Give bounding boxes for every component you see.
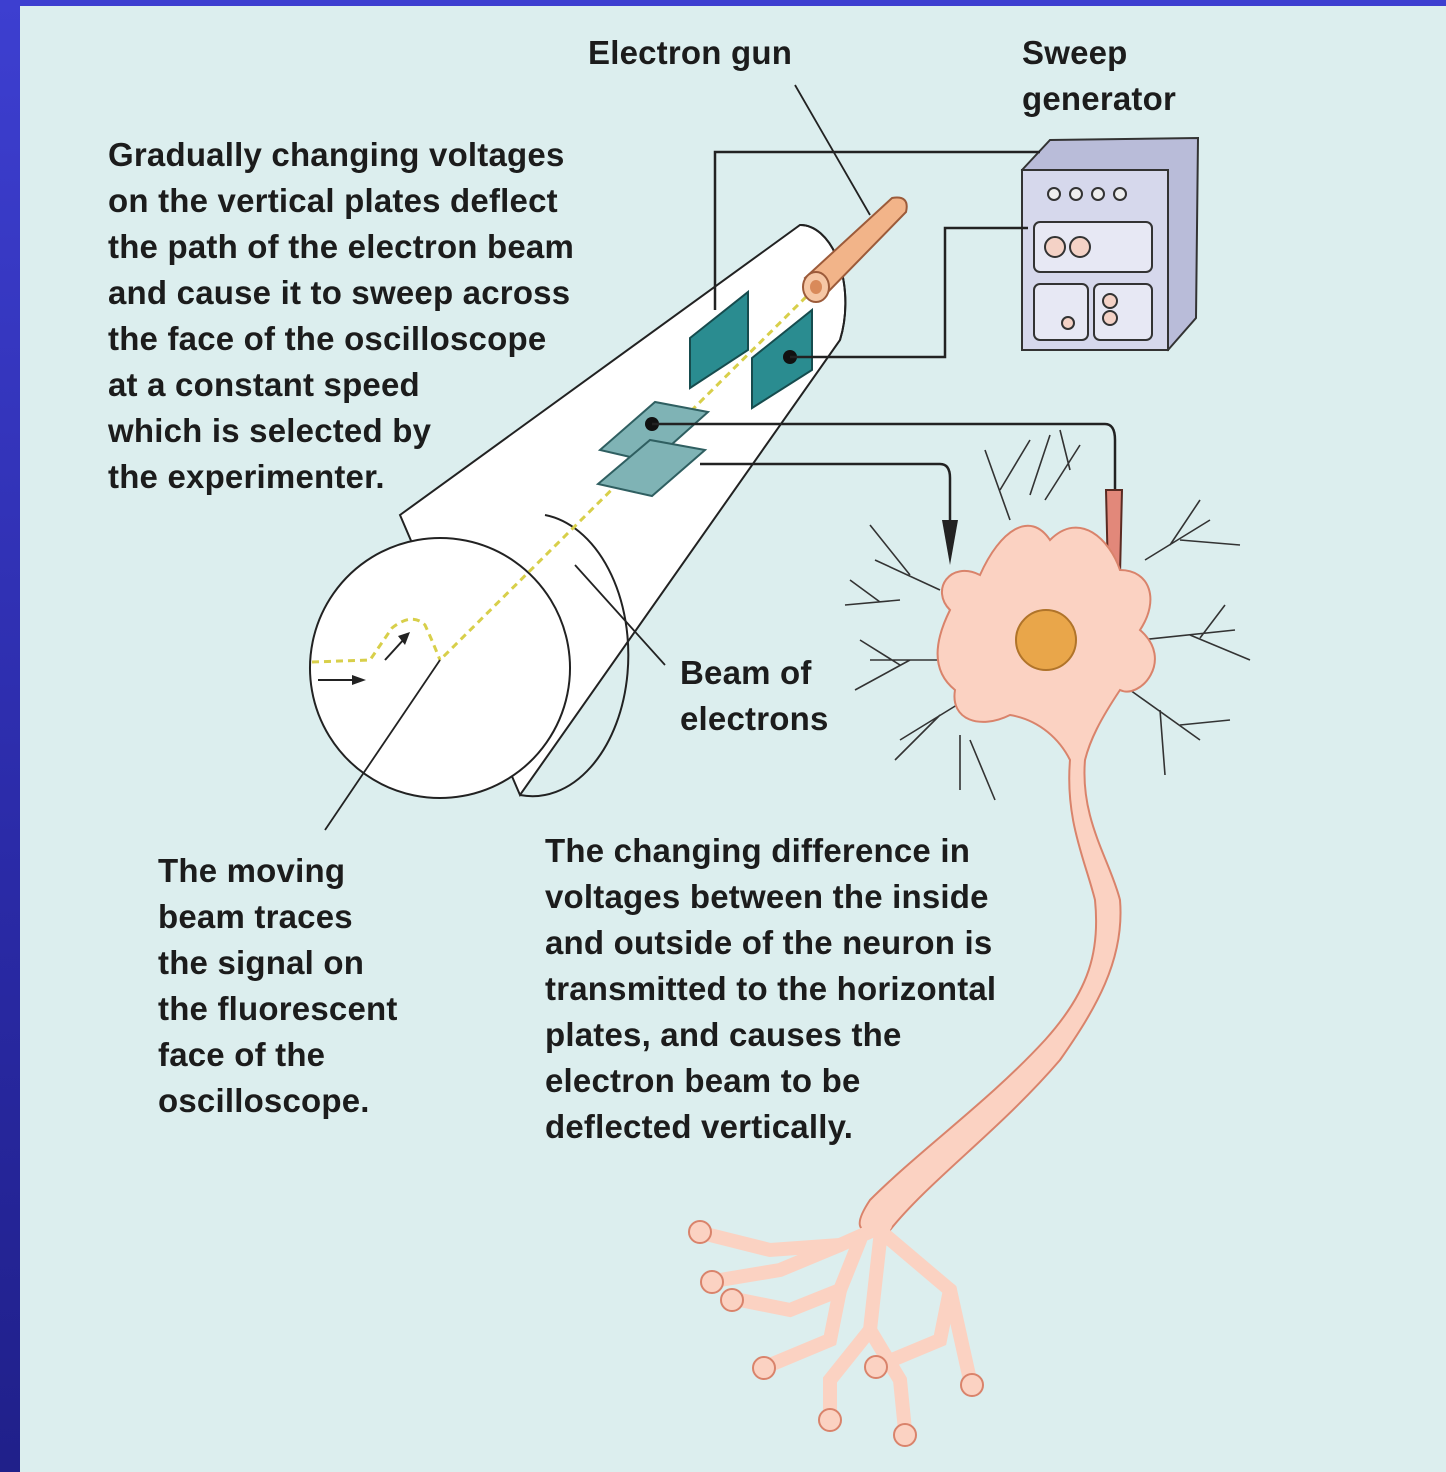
beam-of-electrons-label: Beam of electrons	[680, 650, 829, 742]
neuron-nucleus	[1016, 610, 1076, 670]
axon-terminals	[710, 1225, 970, 1430]
sweep-generator-label: Sweep generator	[1022, 30, 1176, 122]
sweep-generator-box	[1022, 138, 1198, 350]
electron-gun-label: Electron gun	[588, 30, 792, 76]
moving-beam-note: The moving beam traces the signal on the…	[158, 848, 398, 1124]
horizontal-plates-note: The changing difference in voltages betw…	[545, 828, 996, 1150]
vertical-plates-note: Gradually changing voltages on the verti…	[108, 132, 574, 500]
